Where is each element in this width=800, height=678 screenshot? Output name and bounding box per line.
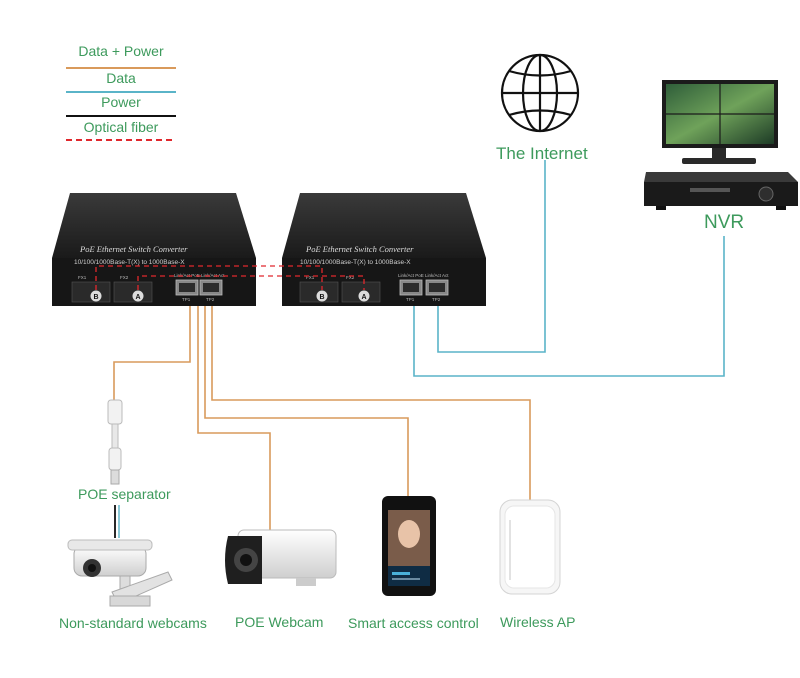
legend [66, 67, 176, 141]
non-standard-webcams-label: Non-standard webcams [59, 615, 207, 631]
poe-webcam-label: POE Webcam [235, 614, 324, 630]
converter-1-title: PoE Ethernet Switch Converter [79, 244, 188, 254]
internet-label: The Internet [496, 144, 588, 163]
legend-label-data-power: Data + Power [78, 43, 164, 59]
cable-to-wireless-ap [211, 300, 531, 500]
converter-1-tp1: TP1 [182, 297, 191, 302]
converter-1-fx2: FX2 [120, 275, 129, 280]
poe-separator-label: POE separator [78, 486, 171, 502]
data-cables [413, 160, 725, 377]
converter-1-fx1: FX1 [78, 275, 87, 280]
converter-2-port-b: B [319, 294, 324, 301]
converter-1-tp2: TP2 [206, 297, 215, 302]
converter-1-port-b: B [93, 294, 98, 301]
converter-2-subtitle: 10/100/1000Base-T(X) to 1000Base-X [300, 259, 411, 266]
converter-2: PoE Ethernet Switch Converter 10/100/100… [282, 193, 486, 306]
poe-separator-device [107, 399, 123, 485]
globe-icon [500, 53, 580, 133]
converter-2-tp1: TP1 [406, 297, 415, 302]
poe-webcam-device [225, 529, 337, 586]
cable-to-poe-separator [113, 300, 191, 400]
converter-2-title: PoE Ethernet Switch Converter [305, 244, 414, 254]
cable-to-nvr [413, 236, 725, 377]
legend-label-data: Data [106, 70, 136, 86]
cable-to-access-control [204, 300, 409, 496]
wireless-ap-device [499, 499, 561, 595]
wireless-ap-label: Wireless AP [500, 614, 576, 630]
legend-label-power: Power [101, 94, 141, 110]
converter-1: PoE Ethernet Switch Converter 10/100/100… [52, 193, 256, 306]
converter-2-fx1: FX1 [306, 275, 315, 280]
optical-fiber-link [95, 265, 365, 290]
smart-access-control-label: Smart access control [348, 615, 479, 631]
converter-2-tp2: TP2 [432, 297, 441, 302]
access-control-device [382, 496, 436, 596]
cable-to-internet [437, 160, 546, 353]
converter-2-led-labels: Link/Act PoE Link/Act Act [398, 273, 449, 278]
bullet-camera [67, 539, 173, 607]
nvr-device [644, 80, 798, 210]
converter-1-port-a: A [135, 294, 140, 301]
nvr-recorder [644, 182, 798, 206]
nvr-label: NVR [704, 212, 745, 233]
cable-to-poe-webcam [197, 300, 271, 530]
converter-2-fx2: FX2 [346, 275, 355, 280]
converter-1-subtitle: 10/100/1000Base-T(X) to 1000Base-X [74, 259, 185, 266]
data-power-cables [113, 300, 531, 530]
legend-label-optical-fiber: Optical fiber [83, 119, 159, 135]
converter-2-port-a: A [361, 294, 366, 301]
